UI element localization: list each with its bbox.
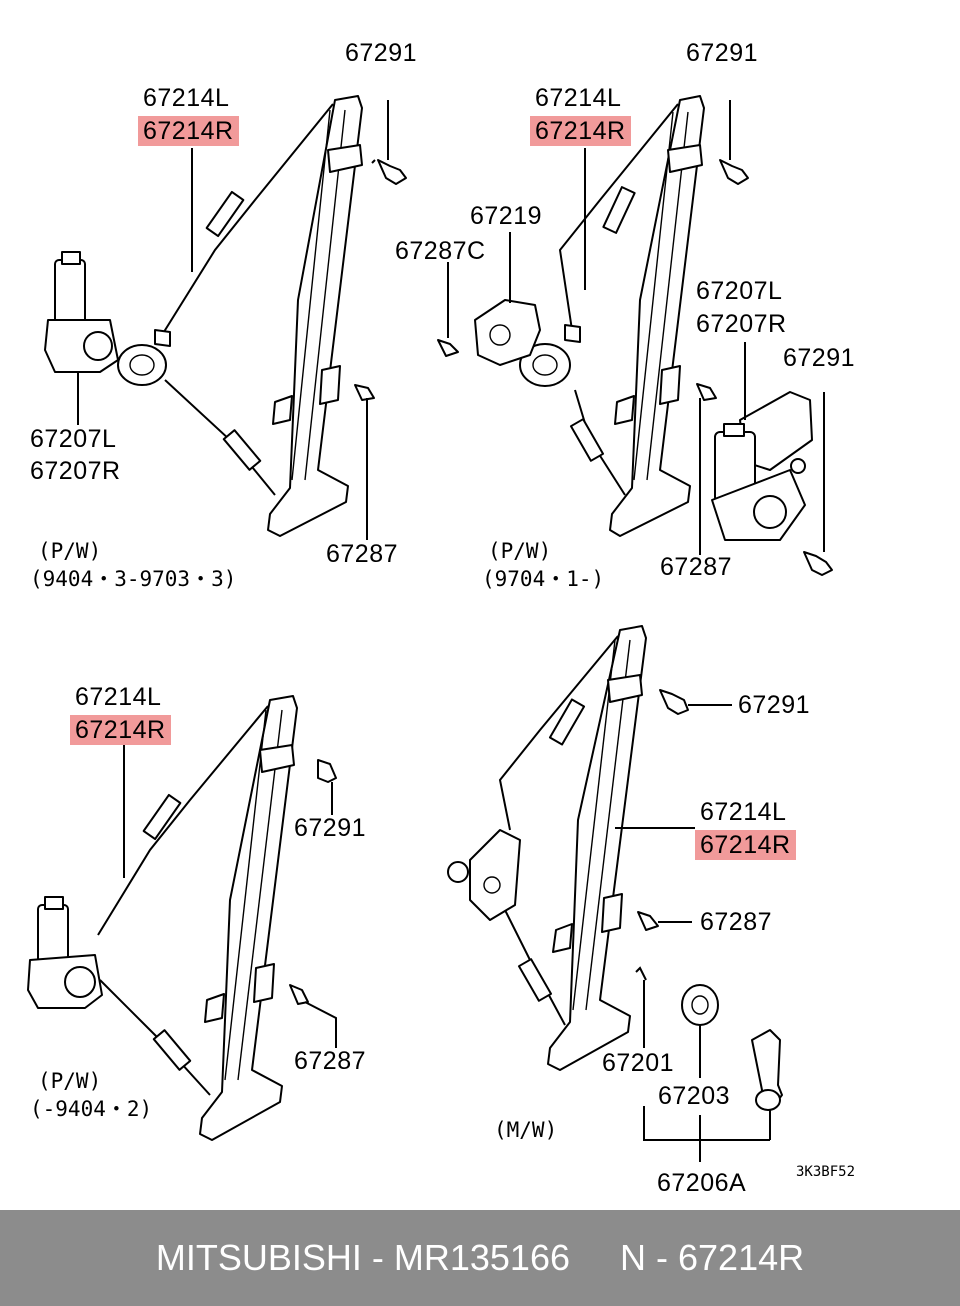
bolt-q1-bottom xyxy=(354,384,375,540)
label-q4-clip: 67201 xyxy=(602,1049,675,1077)
label-q2-bolt-bottom: 67287 xyxy=(660,553,733,581)
note-q1-date: (9404・3-9703・3) xyxy=(30,567,237,591)
regulator-assembly-q2 xyxy=(519,95,705,537)
bolt-q2-plate xyxy=(437,262,459,357)
bolt-q1-top xyxy=(371,100,407,185)
label-q3-bolt-top: 67291 xyxy=(294,814,367,842)
footer-part-number: MR135166 xyxy=(393,1237,570,1278)
label-q1-bolt-bottom: 67287 xyxy=(326,540,399,568)
diagram-code: 3K3BF52 xyxy=(796,1164,856,1180)
washer-q4 xyxy=(681,984,719,1078)
note-q1-pw: (P/W) xyxy=(38,539,102,563)
label-q1-bolt-top: 67291 xyxy=(345,39,418,67)
bolt-q4-mid xyxy=(637,911,692,931)
bolt-q3-top xyxy=(317,759,337,815)
bolt-q3-bottom xyxy=(289,984,337,1048)
regulator-assembly-q3 xyxy=(97,695,298,1141)
label-q3-regulator-r: 67214R xyxy=(70,715,171,745)
footer-brand: MITSUBISHI xyxy=(155,1237,362,1278)
label-q4-bolt-mid: 67287 xyxy=(700,908,773,936)
label-q1-regulator-r: 67214R xyxy=(138,116,239,146)
clip-q4 xyxy=(635,966,647,1048)
diagram-drawing xyxy=(27,95,833,1162)
regulator-assembly-q1 xyxy=(117,95,363,537)
handle-set-bracket xyxy=(643,1106,770,1162)
label-q3-regulator-l: 67214L xyxy=(75,683,162,711)
regulator-assembly-q4 xyxy=(447,625,695,1071)
plate-q2 xyxy=(474,232,541,366)
bolt-q2-mid xyxy=(696,383,717,555)
label-q2-plate: 67219 xyxy=(470,202,543,230)
label-q2-motor-r: 67207R xyxy=(696,310,787,338)
label-q2-regulator-r: 67214R xyxy=(530,116,631,146)
label-q1-regulator-l: 67214L xyxy=(143,84,230,112)
label-q2-motor-l: 67207L xyxy=(696,277,783,305)
bolt-q2-motor xyxy=(803,392,833,576)
footer-ref-no: N - 67214R xyxy=(620,1237,805,1278)
label-q2-bolt-top: 67291 xyxy=(686,39,759,67)
label-q3-bolt-bottom: 67287 xyxy=(294,1047,367,1075)
parts-diagram: 67291 67214L 67214R 67207L 67207R 67287 … xyxy=(27,39,856,1197)
label-q4-regulator-r: 67214R xyxy=(695,830,796,860)
bolt-q4-top xyxy=(659,689,732,715)
label-q1-motor-r: 67207R xyxy=(30,457,121,485)
label-q4-bolt-top: 67291 xyxy=(738,691,811,719)
footer-bar: MITSUBISHI - MR135166 N - 67214R xyxy=(0,1210,960,1306)
label-q2-plate-bolt: 67287C xyxy=(395,237,486,265)
note-q3-date: (-9404・2) xyxy=(30,1097,153,1121)
label-q2-regulator-l: 67214L xyxy=(535,84,622,112)
label-q4-regulator-l: 67214L xyxy=(700,798,787,826)
motor-q1 xyxy=(44,251,119,425)
note-q2-date: (9704・1-) xyxy=(482,567,605,591)
label-q4-washer: 67203 xyxy=(658,1082,731,1110)
motor-q3 xyxy=(27,896,103,1009)
label-q1-motor-l: 67207L xyxy=(30,425,117,453)
label-q2-motor-bolt: 67291 xyxy=(783,344,856,372)
note-q3-pw: (P/W) xyxy=(38,1069,102,1093)
footer-separator: - xyxy=(361,1237,394,1278)
note-q4-mw: (M/W) xyxy=(494,1118,558,1142)
label-q4-handle-set: 67206A xyxy=(657,1169,747,1197)
bolt-q2-top xyxy=(719,100,749,185)
footer-gap xyxy=(570,1237,620,1279)
note-q2-pw: (P/W) xyxy=(488,539,552,563)
motor-q2 xyxy=(711,342,813,541)
handle-q4 xyxy=(751,1029,783,1140)
